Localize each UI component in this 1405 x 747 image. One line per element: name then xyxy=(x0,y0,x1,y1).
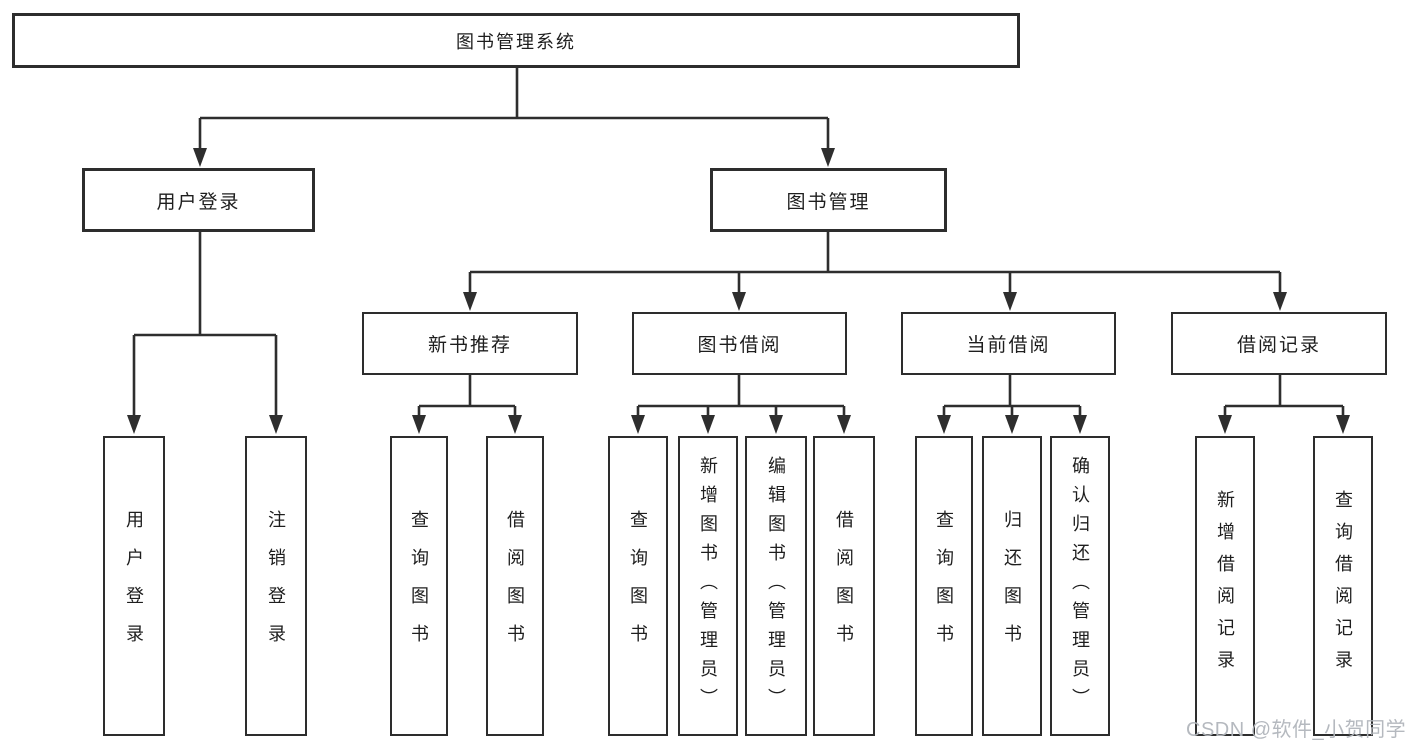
connectors-new-book-to-leaves xyxy=(412,375,522,434)
leaf-confirm-return-admin: 确认归还（管理员） xyxy=(1050,436,1110,736)
leaf-user-login: 用户登录 xyxy=(103,436,165,736)
node-new-book-recommend: 新书推荐 xyxy=(362,312,578,375)
leaf-query-books-current: 查询图书 xyxy=(915,436,973,736)
node-current-borrowing: 当前借阅 xyxy=(901,312,1116,375)
connectors-book-borrow-to-leaves xyxy=(631,375,851,434)
node-borrowing-records: 借阅记录 xyxy=(1171,312,1387,375)
connectors-borrow-records-to-leaves xyxy=(1218,375,1350,434)
node-library-system: 图书管理系统 xyxy=(12,13,1020,68)
leaf-add-borrow-record: 新增借阅记录 xyxy=(1195,436,1255,736)
leaf-query-books-borrowing: 查询图书 xyxy=(608,436,668,736)
node-user-login: 用户登录 xyxy=(82,168,315,232)
leaf-add-books-admin: 新增图书（管理员） xyxy=(678,436,738,736)
connectors-user-login-to-leaves xyxy=(127,232,283,434)
leaf-borrow-books-recommend: 借阅图书 xyxy=(486,436,544,736)
csdn-watermark: CSDN @软件_小贺同学 xyxy=(1186,719,1405,741)
leaf-edit-books-admin: 编辑图书（管理员） xyxy=(745,436,807,736)
connectors-book-mgmt-to-level3 xyxy=(463,232,1287,311)
connectors-current-borrow-to-leaves xyxy=(937,375,1087,434)
leaf-borrow-books: 借阅图书 xyxy=(813,436,875,736)
leaf-query-borrow-record: 查询借阅记录 xyxy=(1313,436,1373,736)
connectors-root-to-level2 xyxy=(193,68,835,167)
leaf-logout: 注销登录 xyxy=(245,436,307,736)
leaf-return-books: 归还图书 xyxy=(982,436,1042,736)
leaf-query-books-recommend: 查询图书 xyxy=(390,436,448,736)
node-book-borrowing: 图书借阅 xyxy=(632,312,847,375)
node-book-management: 图书管理 xyxy=(710,168,947,232)
